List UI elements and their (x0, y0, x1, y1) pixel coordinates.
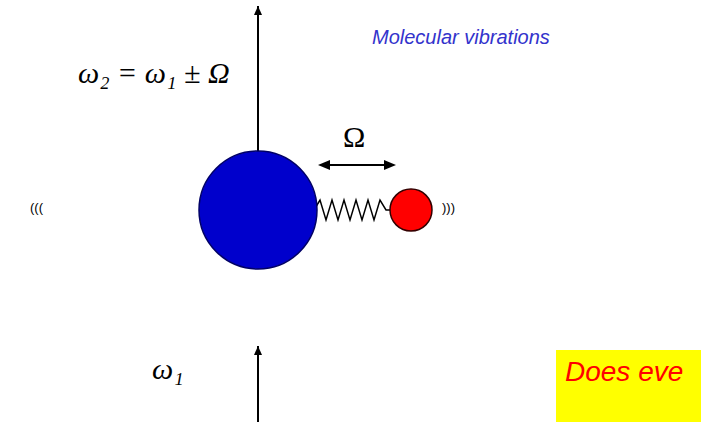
arrow-head (318, 160, 330, 170)
spring (314, 200, 392, 220)
motion-mark: ((( (30, 200, 43, 215)
incident-arrow (257, 346, 259, 422)
caption-text: Molecular vibrations (372, 26, 550, 49)
frequency-formula: ω₂ = ω₁ ± Ω (78, 56, 230, 90)
highlight-box: Does eve (556, 350, 701, 422)
frequency-symbol: ω₁ (152, 352, 184, 386)
vibration-frequency: Ω (343, 120, 365, 154)
small-atom (390, 189, 432, 231)
vibration-arrow (330, 164, 386, 166)
highlight-text: Does eve (565, 356, 701, 388)
scattered-arrow (257, 6, 259, 152)
arrow-head (384, 160, 396, 170)
motion-mark: ))) (442, 200, 455, 215)
large-atom (199, 151, 317, 269)
